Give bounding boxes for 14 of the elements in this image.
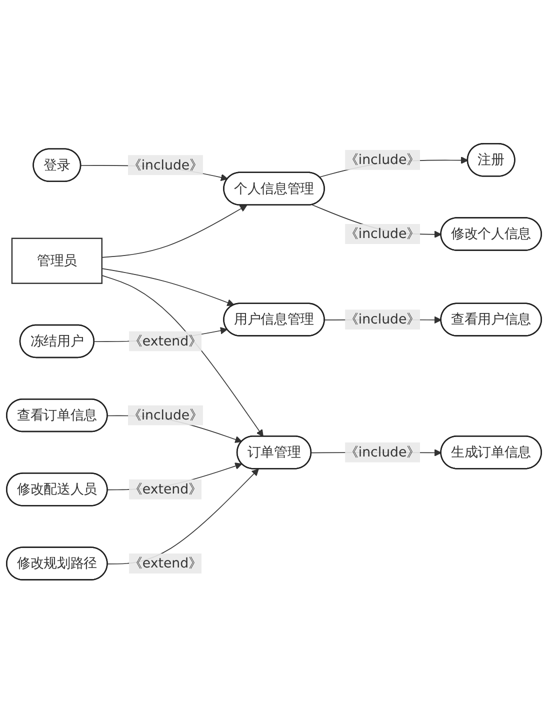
edge-label: 《include》 [128,156,203,172]
edge-label: 《include》 [345,151,420,168]
edge-label: 《extend》 [129,480,202,497]
arrow [101,274,264,437]
edge-label: 《include》 [345,311,420,327]
arrow [101,204,248,258]
edge-label: 《extend》 [129,554,202,571]
edge-label: 《extend》 [129,332,202,348]
arrow [107,468,259,564]
arrow [101,268,234,306]
edge-label: 《include》 [128,406,203,423]
edge-label: 《include》 [345,444,420,460]
node-box: 管理员 [11,238,103,284]
edge-label: 《include》 [345,225,420,242]
